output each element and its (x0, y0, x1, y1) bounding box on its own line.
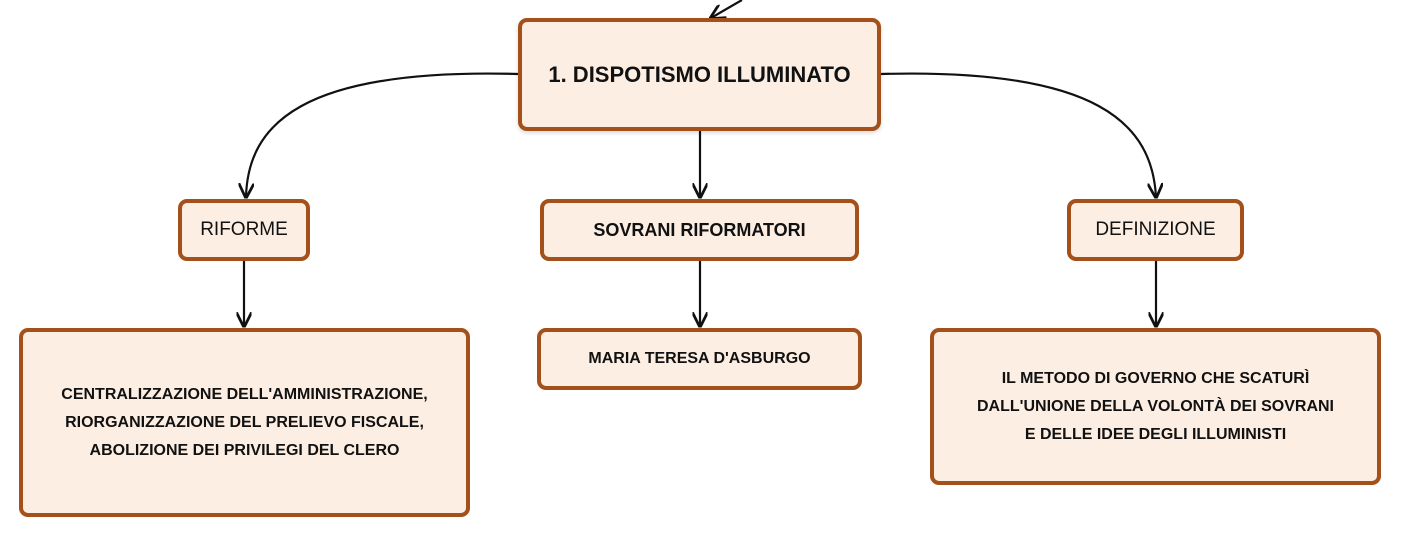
riforme-detail-node[interactable]: CENTRALIZZAZIONE DELL'AMMINISTRAZIONE, R… (19, 328, 470, 517)
riforme-detail-line: RIORGANIZZAZIONE DEL PRELIEVO FISCALE, (65, 413, 424, 431)
definizione-detail-line: IL METODO DI GOVERNO CHE SCATURÌ (1001, 369, 1310, 387)
riforme-detail-text: CENTRALIZZAZIONE DELL'AMMINISTRAZIONE, R… (61, 381, 427, 465)
definizione-detail-node[interactable]: IL METODO DI GOVERNO CHE SCATURÌ DALL'UN… (930, 328, 1381, 485)
maria-teresa-node[interactable]: MARIA TERESA D'ASBURGO (537, 328, 862, 390)
riforme-detail-line: ABOLIZIONE DEI PRIVILEGI DEL CLERO (89, 441, 400, 459)
riforme-detail-line: CENTRALIZZAZIONE DELL'AMMINISTRAZIONE, (61, 385, 428, 403)
definizione-detail-line: DALL'UNIONE DELLA VOLONTÀ DEI SOVRANI (977, 397, 1334, 415)
connector-root-to-definizione (880, 72, 1156, 197)
definizione-detail-text: IL METODO DI GOVERNO CHE SCATURÌ DALL'UN… (977, 365, 1334, 449)
connector-root-to-riforme (246, 72, 519, 197)
definizione-detail-line: E DELLE IDEE DEGLI ILLUMINISTI (1024, 425, 1287, 443)
definizione-node-label: DEFINIZIONE (1095, 219, 1216, 240)
root-node[interactable]: 1. DISPOTISMO ILLUMINATO (518, 18, 881, 131)
riforme-node-label: RIFORME (200, 219, 288, 240)
connector-parent-to-root (711, 0, 743, 18)
sovrani-riformatori-node[interactable]: SOVRANI RIFORMATORI (540, 199, 859, 261)
root-node-label: 1. DISPOTISMO ILLUMINATO (548, 61, 851, 87)
riforme-node[interactable]: RIFORME (178, 199, 310, 261)
definizione-node[interactable]: DEFINIZIONE (1067, 199, 1244, 261)
sovrani-riformatori-node-label: SOVRANI RIFORMATORI (593, 219, 806, 240)
maria-teresa-node-label: MARIA TERESA D'ASBURGO (588, 350, 811, 367)
